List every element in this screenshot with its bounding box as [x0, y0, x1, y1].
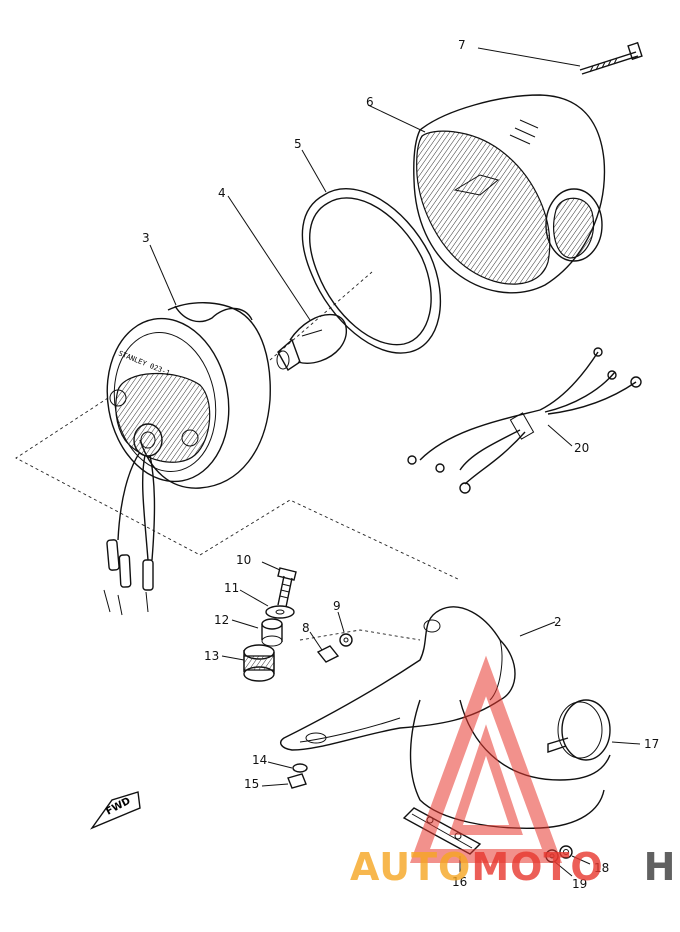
- label-2: 2: [554, 615, 562, 629]
- label-18: 18: [594, 861, 609, 875]
- svg-text:AUTOMOTOHUB: AUTOMOTO HUB: [350, 845, 680, 889]
- part-number-labels: 2 3 4 5 6 7 8 9 10 11 12 13 14 15 16 17 …: [142, 38, 659, 891]
- label-16: 16: [452, 875, 467, 889]
- wire-harness-20: [407, 347, 642, 494]
- label-4: 4: [218, 186, 226, 200]
- label-13: 13: [204, 649, 219, 663]
- lamp-housing-6: [367, 94, 606, 294]
- watermark-text: AUTOMOTO HUB: [350, 845, 680, 889]
- screw-7: [477, 41, 643, 75]
- nut-washer-14-15: [261, 761, 308, 789]
- watermark-auto: AUTO: [350, 845, 471, 889]
- label-20: 20: [574, 441, 589, 455]
- bolt-group-10-13: [221, 561, 297, 682]
- fwd-label: FWD: [104, 796, 132, 818]
- reflector-17: [547, 699, 641, 761]
- label-14: 14: [252, 753, 267, 767]
- label-7: 7: [458, 38, 466, 52]
- watermark-hub: HUB: [644, 845, 680, 889]
- label-10: 10: [236, 553, 251, 567]
- label-9: 9: [333, 599, 341, 613]
- label-17: 17: [644, 737, 659, 751]
- gasket-5: [301, 149, 442, 354]
- watermark-triangle-inner: [449, 724, 523, 835]
- label-5: 5: [294, 137, 302, 151]
- label-15: 15: [244, 777, 259, 791]
- label-8: 8: [302, 621, 310, 635]
- label-12: 12: [214, 613, 229, 627]
- label-11: 11: [224, 581, 239, 595]
- bulb-4: [227, 195, 347, 372]
- fwd-arrow: FWD: [90, 791, 141, 830]
- lens-wires: [103, 451, 156, 616]
- label-3: 3: [142, 231, 150, 245]
- screw-washer-8-9: [309, 611, 353, 663]
- label-6: 6: [366, 95, 374, 109]
- watermark-moto: MOTO: [471, 845, 603, 889]
- watermark: [409, 655, 563, 863]
- lens-base-3: STANLEY 023-1: [106, 244, 271, 489]
- housing-marking: STANLEY 023-1: [117, 349, 171, 377]
- watermark-triangle: [409, 655, 563, 863]
- label-19: 19: [572, 877, 587, 891]
